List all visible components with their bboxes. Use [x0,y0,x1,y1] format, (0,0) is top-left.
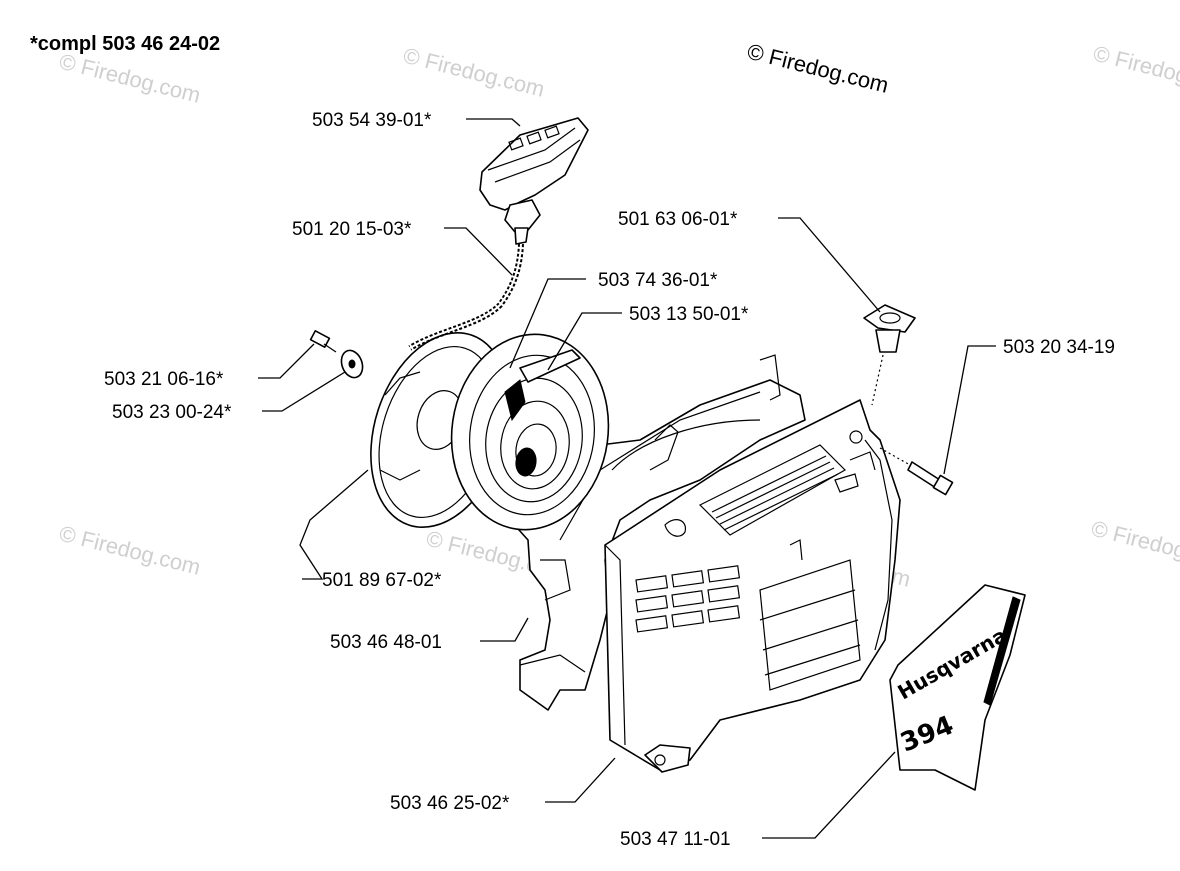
watermark: © Firedog.com [57,49,203,108]
washer-part [340,349,364,379]
label-rope-guide: 501 63 06-01* [618,209,738,230]
label-handle: 503 54 39-01* [312,110,432,131]
pulley-assembly [370,331,610,531]
grille-right [759,559,861,691]
mounting-hole [849,430,863,444]
vent-slots [711,455,839,531]
starter-handle [479,117,589,245]
label-decal-part: 503 47 11-01 [620,829,731,850]
label-pulley: 501 89 67-02* [322,570,442,591]
screw-part [309,330,337,353]
grille-left [635,565,741,633]
label-washer: 503 23 00-24* [112,402,232,423]
label-cover-screw: 503 20 34-19 [1003,337,1115,358]
label-screw: 503 21 06-16* [104,369,224,390]
rope-highlight [409,243,522,349]
label-pawl: 503 13 50-01* [629,304,749,325]
label-rope: 501 20 15-03* [292,219,412,240]
label-cover: 503 46 25-02* [390,793,510,814]
decal: Husqvarna 394 [889,584,1026,791]
starter-rope [408,243,524,351]
rope-guide [863,304,916,353]
watermark: © Firedog.com [401,43,547,102]
label-bracket: 503 46 48-01 [330,632,442,653]
watermark: © Firedog.com [1089,516,1180,575]
watermark-main: © Firedog.com [745,39,891,98]
leader-lines [258,118,996,839]
cover-screw [907,461,954,496]
watermark: © Firedog.com [1091,41,1180,100]
starter-cover [604,399,901,773]
assembly-title: *compl 503 46 24-02 [30,33,220,55]
watermark: © Firedog.com [57,521,203,580]
label-spring-cassette: 503 74 36-01* [598,270,718,291]
